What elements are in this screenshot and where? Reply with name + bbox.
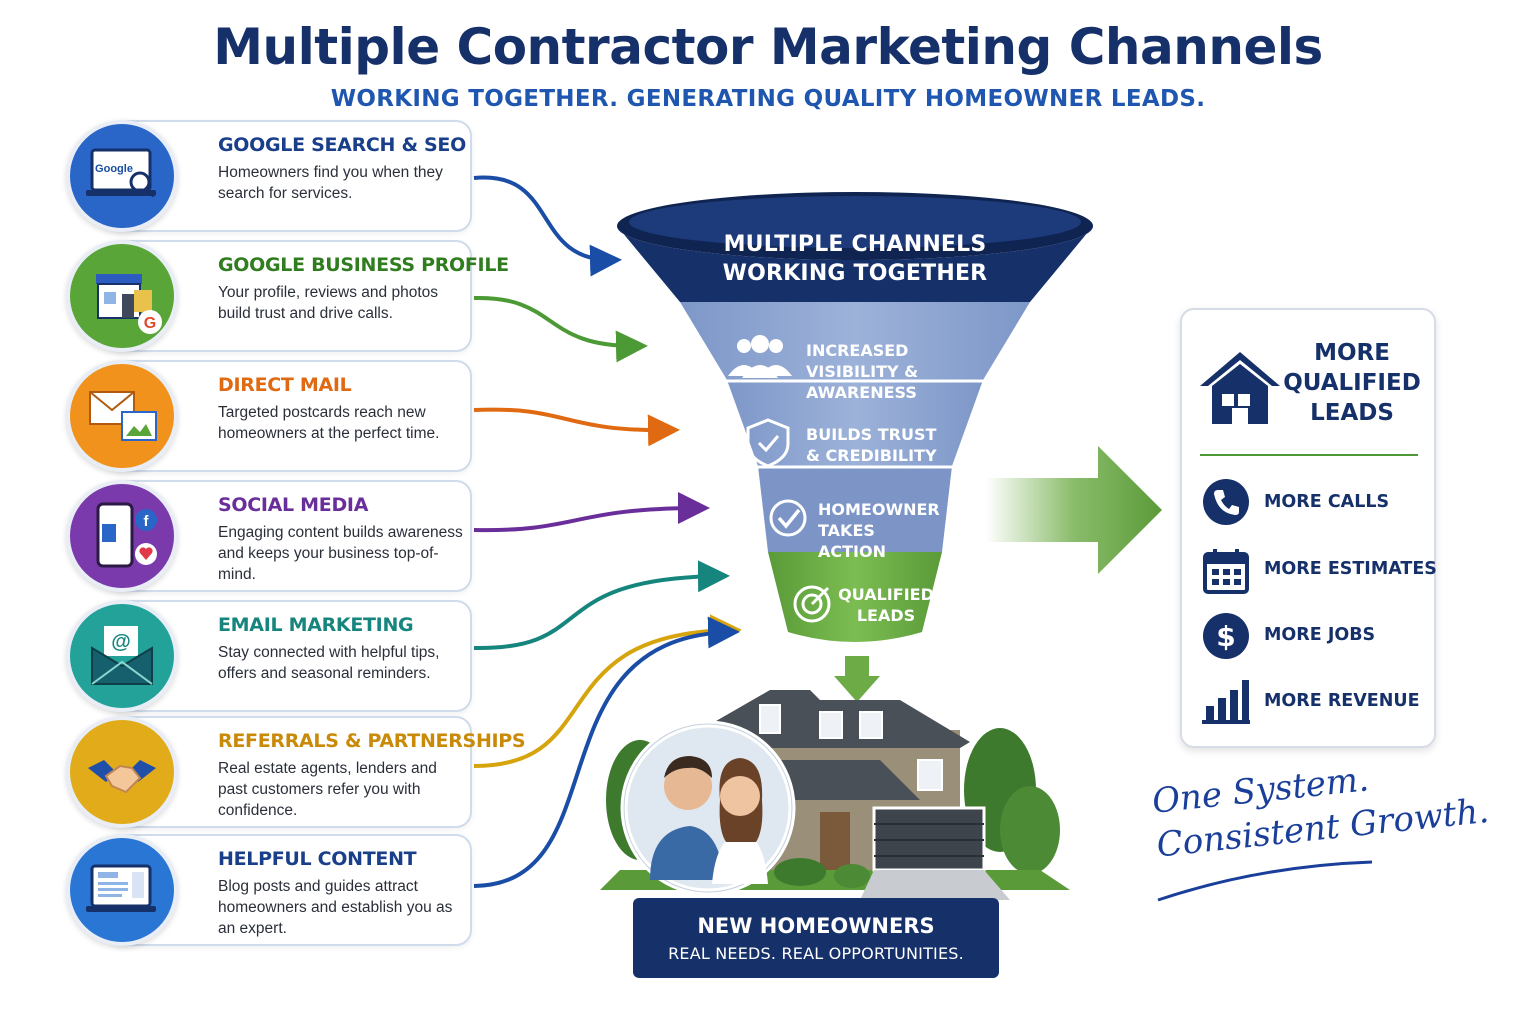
storefront-icon: G: [66, 240, 178, 352]
channel-google-business: G GOOGLE BUSINESS PROFILE Your profile, …: [66, 240, 509, 352]
channel-title: HELPFUL CONTENT: [218, 848, 417, 870]
homeowners-title: NEW HOMEOWNERS: [697, 914, 935, 938]
channel-helpful-content: HELPFUL CONTENT Blog posts and guides at…: [66, 834, 474, 946]
results-panel: MORE QUALIFIED LEADS MORE CALLS MORE EST…: [1180, 308, 1437, 748]
svg-text:f: f: [144, 513, 150, 530]
dollar-icon: $: [1203, 613, 1249, 659]
funnel-step-label: QUALIFIED LEADS: [838, 585, 934, 625]
laptop-blog-icon: [66, 834, 178, 946]
funnel-step-label: BUILDS TRUST & CREDIBILITY: [806, 425, 937, 465]
laptop-search-icon: Google: [66, 120, 178, 232]
results-divider: [1200, 454, 1418, 456]
channel-description: Real estate agents, lenders and past cus…: [218, 760, 437, 819]
channel-email-marketing: @ EMAIL MARKETING Stay connected with he…: [66, 600, 474, 712]
channel-card: [106, 240, 472, 352]
funnel-top-section: [617, 226, 1093, 302]
target-icon: [793, 585, 831, 623]
funnel-visibility-section: [680, 302, 1030, 380]
page-title: Multiple Contractor Marketing Channels: [213, 18, 1323, 76]
bar-chart-icon: [1202, 680, 1250, 724]
arrow-referrals: [473, 614, 742, 768]
channel-description: Homeowners find you when they search for…: [218, 164, 443, 202]
channel-title: DIRECT MAIL: [218, 374, 352, 396]
channel-referrals: REFERRALS & PARTNERSHIPS Real estate age…: [66, 716, 526, 828]
funnel-step-label: HOMEOWNER TAKES ACTION: [818, 500, 940, 561]
channel-google-search: Google GOOGLE SEARCH & SEO Homeowners fi…: [66, 120, 474, 232]
channel-description: Stay connected with helpful tips, offers…: [218, 644, 440, 682]
arrow-google-search: [473, 175, 622, 277]
results-arrow: [986, 446, 1162, 574]
arrow-social-media: [473, 492, 710, 533]
result-item-jobs: MORE JOBS: [1264, 625, 1376, 645]
svg-text:$: $: [1216, 620, 1235, 653]
funnel-trust-section: [727, 380, 983, 466]
channel-description: Targeted postcards reach new homeowners …: [218, 404, 440, 442]
funnel-step-label: INCREASED VISIBILITY & AWARENESS: [806, 341, 919, 402]
down-arrow: [834, 656, 880, 702]
svg-text:@: @: [111, 631, 131, 653]
calendar-icon: [1203, 549, 1249, 594]
email-icon: @: [66, 600, 178, 712]
phone-like-icon: f: [66, 480, 178, 592]
channel-title: GOOGLE SEARCH & SEO: [218, 134, 466, 156]
homeowners-banner: NEW HOMEOWNERS REAL NEEDS. REAL OPPORTUN…: [633, 898, 999, 978]
channel-description: Blog posts and guides attract homeowners…: [218, 878, 453, 937]
google-wordmark: Google: [95, 163, 133, 175]
envelope-postcard-icon: [66, 360, 178, 472]
arrow-email-marketing: [473, 560, 730, 651]
result-item-estimates: MORE ESTIMATES: [1264, 559, 1437, 579]
channel-direct-mail: DIRECT MAIL Targeted postcards reach new…: [66, 360, 474, 472]
result-item-revenue: MORE REVENUE: [1264, 691, 1420, 711]
channel-social-media: f SOCIAL MEDIA Engaging content builds a…: [66, 480, 474, 592]
check-circle-icon: [769, 499, 807, 537]
channel-title: SOCIAL MEDIA: [218, 494, 369, 516]
channel-title: REFERRALS & PARTNERSHIPS: [218, 730, 526, 752]
house-icon: [1200, 352, 1280, 424]
channel-description: Engaging content builds awareness and ke…: [218, 524, 463, 583]
channel-title: GOOGLE BUSINESS PROFILE: [218, 254, 509, 276]
handshake-icon: [66, 716, 178, 828]
channel-title: EMAIL MARKETING: [218, 614, 414, 636]
arrow-helpful-content: [473, 616, 740, 888]
channel-description: Your profile, reviews and photos build t…: [218, 284, 439, 322]
page-subtitle: WORKING TOGETHER. GENERATING QUALITY HOM…: [330, 86, 1206, 112]
funnel-action-section: [758, 466, 952, 552]
arrow-direct-mail: [473, 407, 680, 447]
phone-icon: [1203, 479, 1249, 525]
results-title: MORE QUALIFIED LEADS: [1283, 340, 1421, 426]
homeowners-subtitle: REAL NEEDS. REAL OPPORTUNITIES.: [668, 944, 964, 963]
svg-text:G: G: [144, 315, 156, 332]
arrow-google-business: [473, 295, 648, 363]
people-icon: [728, 335, 792, 378]
result-item-calls: MORE CALLS: [1264, 492, 1390, 512]
shield-check-icon: [746, 418, 790, 468]
